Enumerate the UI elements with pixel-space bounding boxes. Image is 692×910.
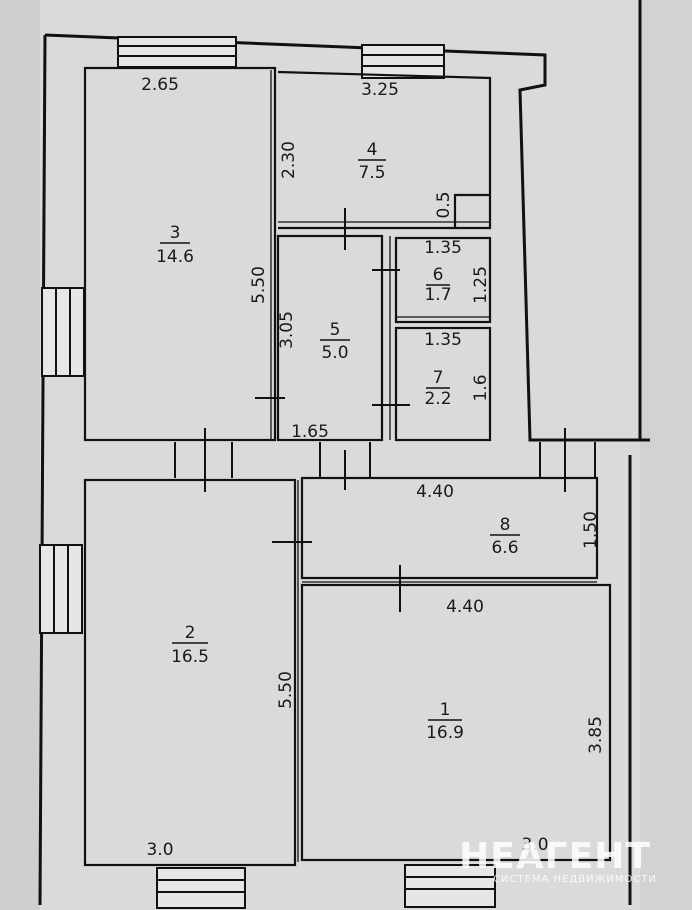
dim-room1-height: 3.85 [586, 716, 606, 754]
room-8-area: 6.6 [491, 538, 518, 558]
door-marks [255, 208, 410, 612]
room-7-number: 7 [433, 368, 444, 388]
dim-room4-step: 0.5 [434, 191, 454, 218]
window-left-lower [39, 544, 83, 634]
watermark-tagline: СИСТЕМА НЕДВИЖИМОСТИ [493, 874, 657, 885]
dim-room8-width: 4.40 [416, 482, 454, 502]
window-bottom-right [404, 864, 496, 908]
dim-room6-width: 1.35 [424, 238, 462, 258]
dim-room2-height: 5.50 [276, 671, 296, 709]
dim-room3-height: 5.50 [249, 266, 269, 304]
room-1-number: 1 [440, 700, 451, 720]
room-1-area: 16.9 [426, 723, 464, 743]
room-6-area: 1.7 [424, 285, 451, 305]
room-3-number: 3 [170, 223, 181, 243]
room-5-area: 5.0 [321, 343, 348, 363]
room-2-number: 2 [185, 623, 196, 643]
dim-room7-width: 1.35 [424, 330, 462, 350]
window-bottom-left [156, 867, 246, 909]
room-3-area: 14.6 [156, 247, 194, 267]
dim-room1-width: 4.40 [446, 597, 484, 617]
dim-room4-height: 2.30 [279, 141, 299, 179]
dim-room5-width: 1.65 [291, 422, 329, 442]
room-6-number: 6 [433, 265, 444, 285]
room-labels: 3 14.6 4 7.5 5 5.0 6 1.7 7 2.2 8 6.6 2 1… [156, 140, 520, 743]
dim-room2-width: 3.0 [146, 840, 173, 860]
window-left-upper [41, 287, 85, 377]
dim-room7-height: 1.6 [471, 374, 491, 401]
exterior-walls [38, 0, 650, 906]
dim-room8-height: 1.50 [581, 511, 601, 549]
watermark-brand: НЕАГЕНТ [459, 836, 651, 877]
room-4-area: 7.5 [358, 163, 385, 183]
watermark-logo: НЕАГЕНТ СИСТЕМА НЕДВИЖИМОСТИ [459, 836, 657, 885]
dim-room5-height: 3.05 [277, 311, 297, 349]
dim-room3-width: 2.65 [141, 75, 179, 95]
room-2-area: 16.5 [171, 647, 209, 667]
dimension-labels: 2.65 3.25 2.30 0.5 5.50 3.05 1.65 1.35 1… [141, 75, 606, 860]
room-4-number: 4 [367, 140, 378, 160]
dim-room1-bottom-width: 3.0 [521, 835, 548, 855]
room-7-area: 2.2 [424, 389, 451, 409]
room-walls [83, 66, 612, 867]
window-top-right [361, 44, 445, 79]
room-8-number: 8 [500, 515, 511, 535]
room-5-number: 5 [330, 320, 341, 340]
window-top-left [117, 36, 237, 68]
dim-room6-height: 1.25 [471, 266, 491, 304]
dim-room4-width: 3.25 [361, 80, 399, 100]
openings [174, 428, 596, 492]
